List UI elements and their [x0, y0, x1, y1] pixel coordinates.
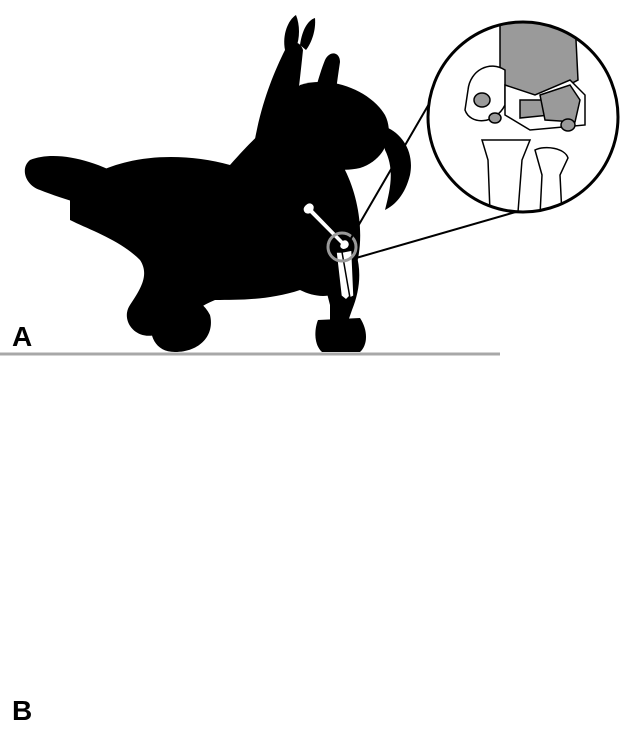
child-silhouette-a — [25, 15, 411, 352]
panel-label-b: B — [12, 697, 32, 725]
panel-label-a: A — [12, 323, 32, 351]
panel-a — [0, 15, 618, 354]
magnified-inset-a — [428, 20, 618, 215]
zoom-line-a-bottom — [356, 205, 540, 258]
